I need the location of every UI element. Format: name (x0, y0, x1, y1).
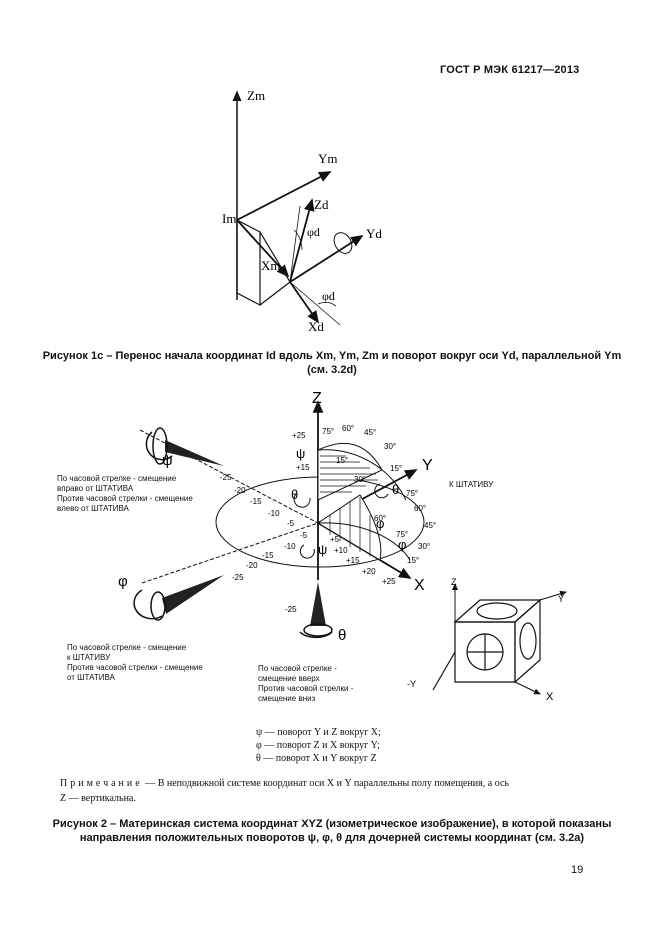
phi-center-label: φ (376, 516, 384, 531)
yd-label: Yd (366, 226, 382, 241)
z-tick-label: -25 (285, 605, 297, 614)
angle-label: 30° (384, 442, 396, 451)
standard-header: ГОСТ Р МЭК 61217—2013 (440, 64, 580, 76)
zm-label: Zm (247, 88, 265, 103)
y-tick-label: -20 (246, 561, 258, 570)
angle-label: 75° (322, 427, 334, 436)
angle-label: 60° (414, 504, 426, 513)
x-tick-label: +5 (330, 535, 340, 544)
xd-axis (289, 281, 320, 324)
zd-label: Zd (314, 197, 329, 212)
phi-screw-label: φ (118, 573, 128, 590)
ym-axis (236, 171, 332, 221)
theta-description: По часовой стрелке -смещение вверх Проти… (258, 664, 354, 703)
origin-label: Im (222, 211, 236, 226)
phi-screw-icon (133, 575, 224, 621)
z-tick-label: +15 (296, 463, 310, 472)
angle-label: 75° (396, 530, 408, 539)
angle-label: 30° (418, 542, 430, 551)
theta-screw-label: θ (338, 627, 346, 644)
x-tick-label: +15 (346, 556, 360, 565)
ym-label: Ym (318, 151, 338, 166)
psi-upper-label: ψ (296, 446, 305, 461)
phi-right-label: φ (398, 537, 406, 552)
phi-d-lower-label: φd (322, 289, 335, 303)
x-tick-label: +10 (334, 546, 348, 555)
angle-label: 30° (354, 475, 366, 484)
angle-label: 45° (424, 521, 436, 530)
y-tick-label: -5 (300, 531, 308, 540)
angle-label: 15° (336, 456, 348, 465)
y-axis-label: Y (422, 457, 433, 474)
angle-label: 60° (342, 424, 354, 433)
theta-center-label: θ (291, 487, 298, 502)
cube-x-label: X (546, 691, 554, 703)
y-tick-label: -15 (262, 551, 274, 560)
x-tick-label: -5 (287, 519, 295, 528)
note-label: Примечание (60, 778, 143, 789)
x-tick-label: +25 (382, 577, 396, 586)
figure-1c-caption: Рисунок 1с – Перенос начала координат Id… (42, 350, 622, 376)
y-tick-label: -25 (232, 573, 244, 582)
xm-label: Xm (261, 258, 281, 273)
cube-diagram (432, 598, 542, 691)
cube-y-label: Y (558, 594, 564, 604)
theta-right-label: θ (392, 482, 399, 497)
x-tick-label: -25 (220, 473, 232, 482)
z-axis-label: Z (312, 390, 322, 407)
psi-screw-label: ψ (162, 452, 173, 469)
note-text: — В неподвижной системе координат оси X … (142, 778, 509, 789)
x-tick-label: -15 (250, 497, 262, 506)
note-text-2: Z — вертикальна. (60, 793, 136, 804)
phi-d-upper-label: φd (307, 225, 320, 239)
rotation-legend: ψ — поворот Y и Z вокруг X; φ — поворот … (256, 727, 381, 764)
theta-screw-icon (299, 582, 333, 639)
x-axis-label: X (414, 577, 425, 594)
figure-2-note: Примечание — В неподвижной системе коорд… (60, 776, 620, 806)
angle-label: 75° (406, 489, 418, 498)
y-tick-label: -10 (284, 542, 296, 551)
x-tick-label: +20 (362, 567, 376, 576)
xm-axis (236, 219, 290, 278)
x-tick-label: -10 (268, 509, 280, 518)
angle-label: 60° (374, 514, 386, 523)
xd-label: Xd (308, 319, 324, 334)
angle-label: 15° (390, 464, 402, 473)
yd-axis (289, 235, 364, 283)
cube-z-label: Z (451, 577, 457, 587)
angle-label: 15° (407, 556, 419, 565)
psi-screw-icon (145, 427, 224, 466)
x-tick-label: -20 (234, 486, 246, 495)
y-axis-negative (141, 522, 319, 584)
cube-neg-y-label: -Y (407, 679, 416, 689)
figure-2-caption: Рисунок 2 – Материнская система координа… (52, 818, 612, 844)
page-number: 19 (571, 864, 584, 876)
k-shtativu-label: К ШТАТИВУ (449, 480, 494, 489)
psi-lower-label: ψ (318, 542, 327, 557)
angle-label: 45° (364, 428, 376, 437)
z-tick-label: +25 (292, 431, 306, 440)
